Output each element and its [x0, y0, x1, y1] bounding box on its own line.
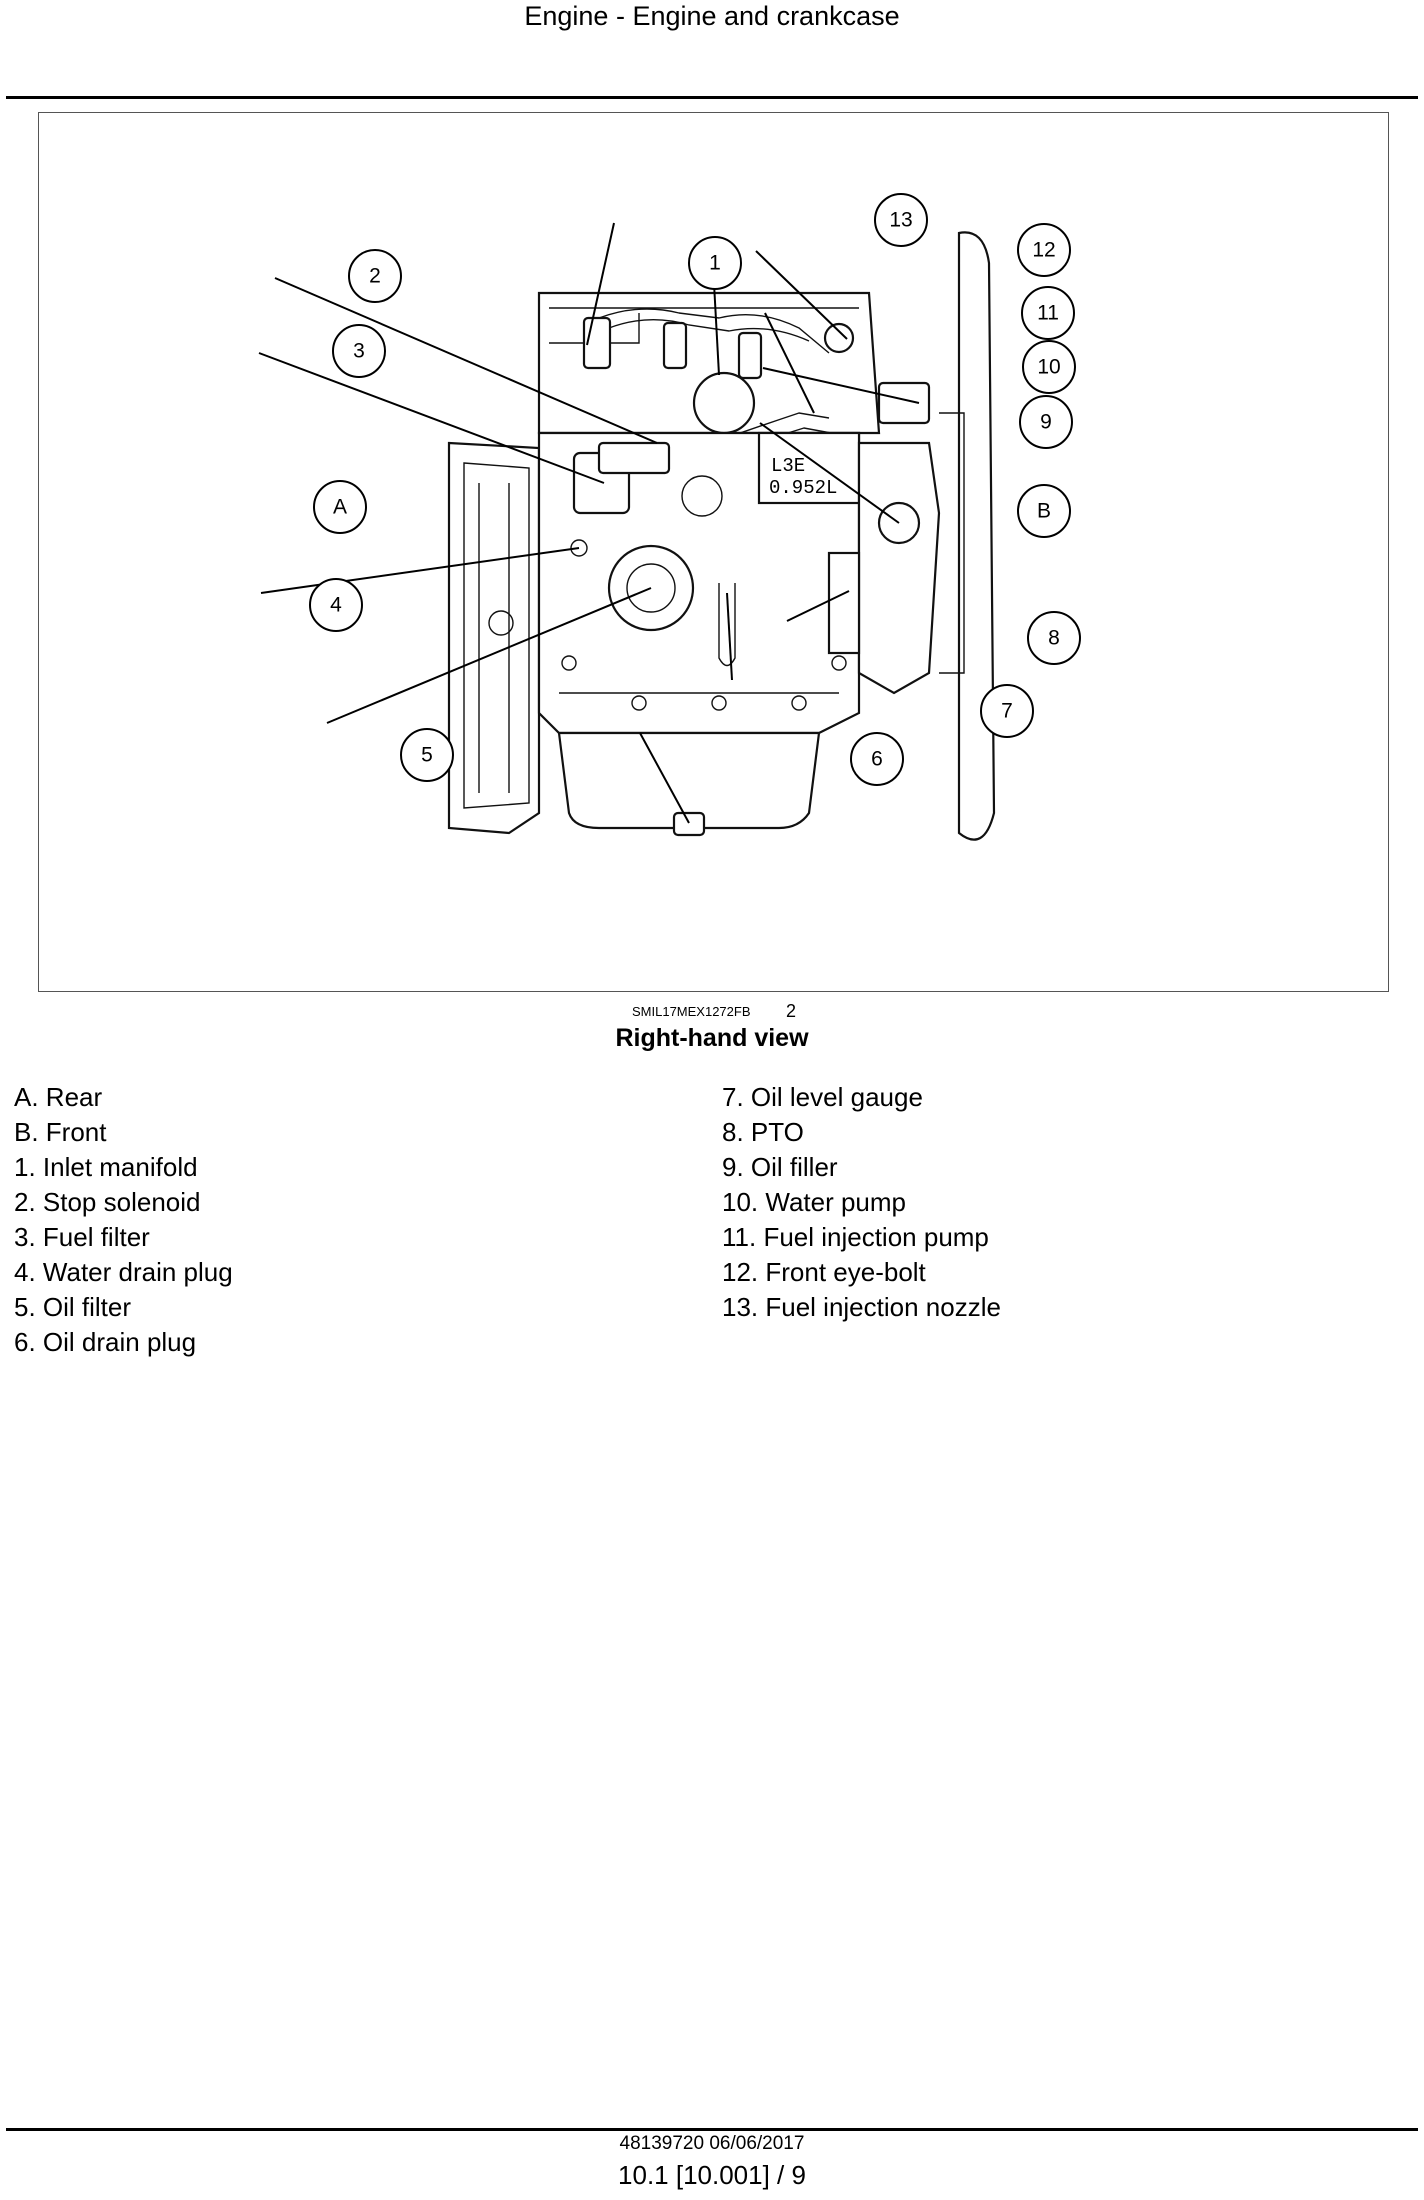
engine-figure: L3E 0.952L 1 2 3 4 5 6 7 8 9: [38, 112, 1389, 992]
oil-drain-plug: [672, 811, 706, 837]
svg-text:6: 6: [871, 748, 883, 771]
svg-text:10: 10: [1037, 356, 1060, 379]
cylinder-head: [537, 291, 881, 435]
legend-item: A. Rear: [14, 1082, 103, 1112]
callout-13: 13: [874, 193, 928, 247]
callout-10: 10: [1022, 340, 1076, 394]
callout-a: A: [313, 480, 367, 534]
callout-9: 9: [1019, 395, 1073, 449]
legend-item: 11. Fuel injection pump: [722, 1222, 989, 1252]
legend-right-column: 7. Oil level gauge 8. PTO 9. Oil filler …: [722, 1080, 1001, 1325]
callout-4: 4: [309, 578, 363, 632]
legend-item: 5. Oil filter: [14, 1292, 132, 1322]
callout-6: 6: [850, 732, 904, 786]
legend-item: 4. Water drain plug: [14, 1257, 233, 1287]
inlet-manifold: [692, 371, 756, 435]
svg-text:8: 8: [1048, 627, 1060, 650]
engine-marking-1: L3E: [771, 455, 805, 477]
svg-text:9: 9: [1040, 411, 1052, 434]
legend-item: 13. Fuel injection nozzle: [722, 1292, 1001, 1322]
legend-item: B. Front: [14, 1117, 107, 1147]
callout-2: 2: [348, 249, 402, 303]
callout-8: 8: [1027, 611, 1081, 665]
callout-5: 5: [400, 728, 454, 782]
legend-left-column: A. Rear B. Front 1. Inlet manifold 2. St…: [14, 1080, 233, 1360]
page-header-title: Engine - Engine and crankcase: [524, 1, 900, 31]
svg-text:5: 5: [421, 744, 433, 767]
figure-number: 2: [786, 1001, 797, 1021]
front-cover: [857, 441, 941, 695]
legend-item: 8. PTO: [722, 1117, 804, 1147]
svg-text:A: A: [333, 496, 347, 519]
svg-text:3: 3: [353, 340, 365, 363]
svg-text:12: 12: [1032, 239, 1055, 262]
legend-item: 2. Stop solenoid: [14, 1187, 201, 1217]
svg-text:7: 7: [1001, 700, 1013, 723]
callout-12: 12: [1017, 223, 1071, 277]
callout-3: 3: [332, 324, 386, 378]
footer-divider: [6, 2128, 1418, 2131]
svg-text:1: 1: [709, 252, 721, 275]
svg-text:4: 4: [330, 594, 342, 617]
legend-item: 10. Water pump: [722, 1187, 907, 1217]
engine-marking-2: 0.952L: [769, 477, 837, 499]
stop-solenoid: [597, 441, 671, 475]
legend-item: 12. Front eye-bolt: [722, 1257, 926, 1287]
legend-item: 3. Fuel filter: [14, 1222, 150, 1252]
legend-item: 1. Inlet manifold: [14, 1152, 198, 1182]
figure-caption: Right-hand view: [615, 1024, 809, 1052]
legend-item: 9. Oil filler: [722, 1152, 838, 1182]
callout-11: 11: [1021, 286, 1075, 340]
callout-b: B: [1017, 484, 1071, 538]
injection-pump-plate: [757, 431, 861, 505]
oil-level-gauge: [718, 583, 736, 667]
water-drain-plug: [570, 539, 588, 557]
figure-code: SMIL17MEX1272FB: [632, 1004, 751, 1019]
flywheel-housing: [447, 441, 541, 835]
callout-7: 7: [980, 684, 1034, 738]
oil-pan: [557, 731, 821, 830]
fan: [957, 231, 996, 841]
svg-text:13: 13: [889, 209, 912, 232]
pto: [827, 551, 861, 655]
svg-text:2: 2: [369, 265, 381, 288]
legend-item: 7. Oil level gauge: [722, 1082, 923, 1112]
svg-text:11: 11: [1037, 302, 1059, 325]
footer-document-id: 48139720 06/06/2017: [619, 2133, 805, 2154]
callout-1: 1: [688, 236, 742, 290]
engine-illustration: L3E 0.952L 1 2 3 4 5 6 7 8 9: [258, 193, 1081, 841]
footer-page-number: 10.1 [10.001] / 9: [618, 2160, 806, 2190]
water-pump: [877, 381, 931, 425]
legend-item: 6. Oil drain plug: [14, 1327, 197, 1357]
svg-text:B: B: [1037, 500, 1051, 523]
header-divider: [6, 96, 1418, 99]
